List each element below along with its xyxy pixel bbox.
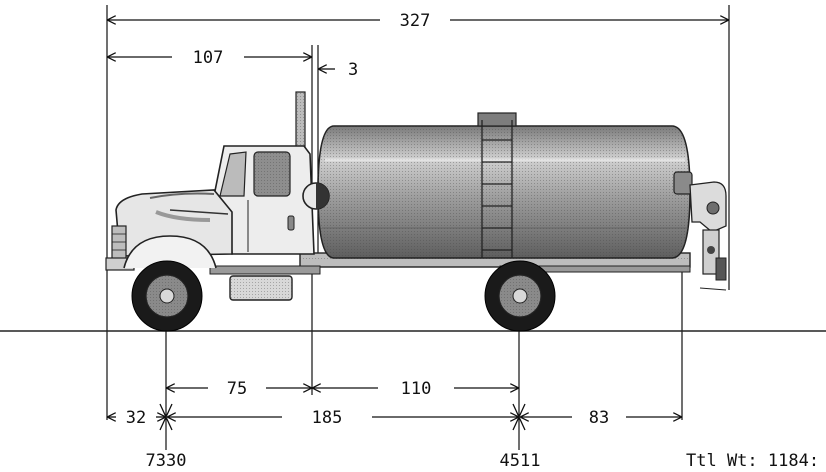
total-weight: Ttl Wt: 1184: xyxy=(686,451,819,471)
axle-markers xyxy=(159,403,526,431)
rear-wheel xyxy=(484,260,556,332)
front-wheel xyxy=(131,260,203,332)
dim-cab-to-axle: 75 xyxy=(167,379,311,399)
rear-axle-weight: 4511 xyxy=(500,451,541,471)
front-overhang-label: 32 xyxy=(126,408,146,428)
dim-wheelbase: 185 xyxy=(168,408,518,428)
rear-pump xyxy=(673,171,727,291)
overall-length-label: 327 xyxy=(400,11,431,31)
cab-length-label: 107 xyxy=(193,48,224,68)
dim-cab-gap: 3 xyxy=(319,60,358,80)
tank-hatch xyxy=(477,112,517,127)
dim-cab-length: 107 xyxy=(108,48,311,68)
rear-overhang-label: 83 xyxy=(589,408,609,428)
tank-ladder xyxy=(481,120,513,258)
tank-truck-icon xyxy=(105,91,727,332)
body-to-axle-label: 110 xyxy=(401,379,432,399)
dim-front-overhang: 32 xyxy=(108,408,165,428)
dim-rear-overhang: 83 xyxy=(521,408,681,428)
dim-body-to-axle: 110 xyxy=(313,379,518,399)
front-axle-weight: 7330 xyxy=(146,451,187,471)
tank-body xyxy=(317,112,691,259)
cab-to-axle-label: 75 xyxy=(227,379,247,399)
dim-overall-length: 327 xyxy=(108,11,728,31)
wheelbase-label: 185 xyxy=(312,408,343,428)
truck-cab xyxy=(213,145,315,255)
cab-mirror xyxy=(302,182,330,210)
cab-gap-label: 3 xyxy=(348,60,358,80)
truck-hood xyxy=(105,189,233,271)
